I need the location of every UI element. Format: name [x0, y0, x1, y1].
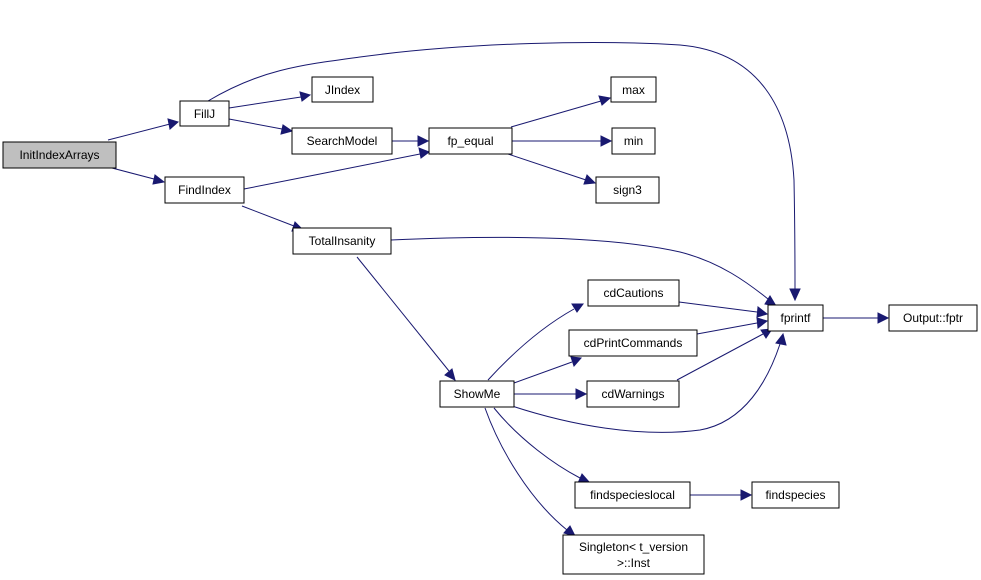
node-label: findspecies: [765, 488, 825, 502]
node-label: FindIndex: [178, 183, 231, 197]
node-label: ShowMe: [454, 387, 501, 401]
node-label: cdCautions: [603, 286, 663, 300]
edge-findspecieslocal-findspecies: [690, 489, 753, 501]
node-findspecieslocal[interactable]: findspecieslocal: [574, 481, 691, 509]
node-label-line1: Singleton< t_version: [579, 540, 688, 554]
edge-fp_equal-sign3: [504, 152, 597, 185]
node-output-fptr[interactable]: Output::fptr: [888, 304, 978, 332]
node-fp_equal[interactable]: fp_equal: [428, 127, 513, 155]
node-initindexarrays[interactable]: InitIndexArrays: [2, 141, 117, 169]
node-label: JIndex: [325, 83, 360, 97]
edge-searchmodel-fp_equal: [392, 135, 430, 147]
edge-fp_equal-max: [510, 95, 612, 128]
node-fillj[interactable]: FillJ: [179, 100, 230, 127]
edge-findindex-totalinsanity: [241, 205, 305, 232]
edge-showme-singleton-inst: [484, 407, 576, 537]
node-searchmodel[interactable]: SearchModel: [291, 127, 393, 155]
edge-totalinsanity-showme: [356, 256, 456, 381]
node-label: max: [622, 83, 645, 97]
node-label: cdPrintCommands: [584, 336, 683, 350]
node-jindex[interactable]: JIndex: [311, 76, 374, 103]
node-label: cdWarnings: [602, 387, 665, 401]
edge-fillj-fprintf: [207, 42, 801, 302]
node-label: SearchModel: [307, 134, 378, 148]
node-label: InitIndexArrays: [19, 148, 99, 162]
node-findspecies[interactable]: findspecies: [751, 481, 840, 509]
node-cdwarnings[interactable]: cdWarnings: [586, 380, 680, 408]
node-label: findspecieslocal: [590, 488, 675, 502]
node-fprintf[interactable]: fprintf: [767, 304, 824, 332]
node-label: sign3: [613, 183, 642, 197]
edge-showme-findspecieslocal: [493, 407, 591, 484]
node-showme[interactable]: ShowMe: [439, 380, 515, 408]
node-singleton-inst[interactable]: Singleton< t_version >::Inst: [562, 534, 705, 575]
edge-totalinsanity-fprintf: [390, 236, 777, 307]
edge-findindex-fp_equal: [243, 147, 431, 190]
node-min[interactable]: min: [611, 127, 656, 155]
node-label: FillJ: [194, 107, 215, 121]
edge-showme-cdcautions: [487, 303, 584, 381]
edge-showme-fprintf: [511, 332, 787, 433]
node-label: TotalInsanity: [309, 234, 376, 248]
node-max[interactable]: max: [610, 76, 657, 103]
edge-fprintf-output-fptr: [823, 312, 890, 324]
edge-initindexarrays-findindex: [111, 167, 166, 185]
node-cdprintcommands[interactable]: cdPrintCommands: [568, 329, 698, 357]
node-label: fprintf: [780, 311, 811, 325]
edge-fillj-jindex: [228, 91, 312, 109]
node-label-line2: >::Inst: [617, 556, 651, 570]
edge-cdcautions-fprintf: [678, 301, 769, 318]
edge-showme-cdwarnings: [514, 388, 588, 400]
edge-fp_equal-min: [512, 135, 613, 147]
node-sign3[interactable]: sign3: [595, 176, 660, 204]
edge-fillj-searchmodel: [228, 118, 294, 135]
edge-showme-cdprintcommands: [513, 356, 583, 384]
node-label: Output::fptr: [903, 311, 963, 325]
edge-cdprintcommands-fprintf: [696, 317, 769, 335]
node-findindex[interactable]: FindIndex: [164, 176, 245, 204]
edge-initindexarrays-fillj: [107, 118, 180, 141]
node-totalinsanity[interactable]: TotalInsanity: [292, 227, 392, 255]
node-label: min: [624, 134, 643, 148]
node-cdcautions[interactable]: cdCautions: [587, 279, 680, 307]
node-label: fp_equal: [447, 134, 493, 148]
